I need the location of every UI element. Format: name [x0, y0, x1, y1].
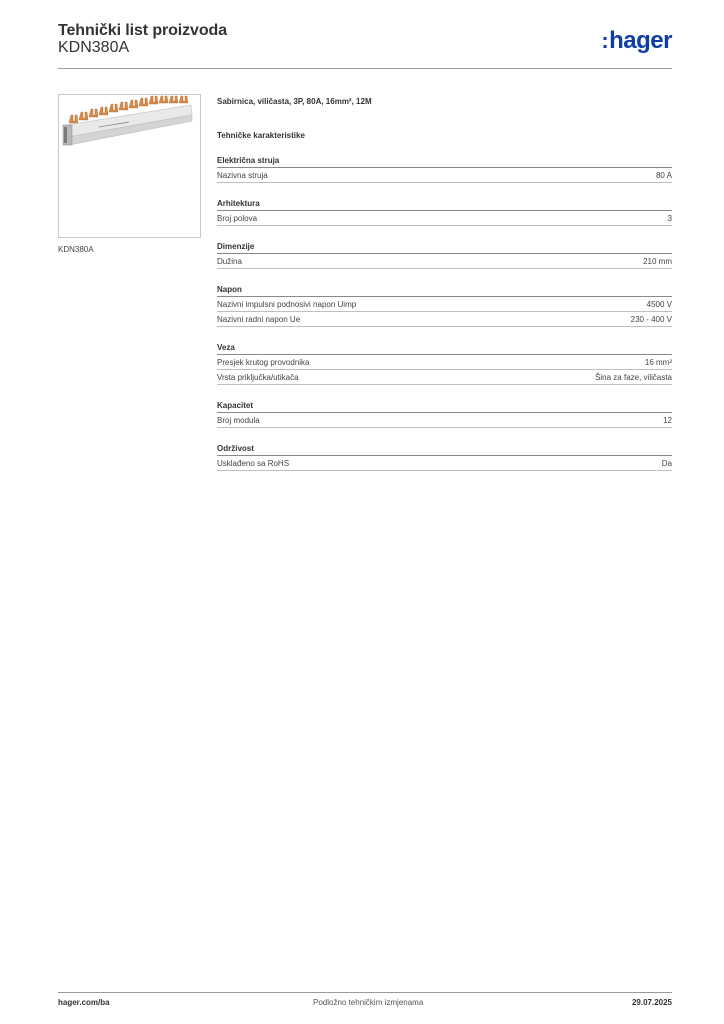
spec-group-title: Električna struja: [217, 156, 672, 168]
spec-value: 210 mm: [643, 257, 672, 266]
spec-row: Nazivna struja 80 A: [217, 168, 672, 183]
spec-label: Nazivni radni napon Ue: [217, 315, 301, 324]
spec-group-title: Arhitektura: [217, 199, 672, 211]
spec-label: Usklađeno sa RoHS: [217, 459, 290, 468]
spec-row: Broj modula 12: [217, 413, 672, 428]
section-heading: Tehničke karakteristike: [217, 131, 305, 140]
spec-label: Broj polova: [217, 214, 258, 223]
header-divider: [58, 68, 672, 69]
product-code: KDN380A: [58, 39, 130, 56]
spec-value: 230 - 400 V: [630, 315, 672, 324]
spec-label: Broj modula: [217, 416, 260, 425]
spec-row: Presjek krutog provodnika 16 mm²: [217, 355, 672, 370]
spec-label: Presjek krutog provodnika: [217, 358, 310, 367]
spec-label: Nazivna struja: [217, 171, 268, 180]
spec-value: 3: [667, 214, 672, 223]
spec-value: Da: [661, 459, 672, 468]
footer-notice: Podložno tehničkim izmjenama: [313, 998, 424, 1007]
spec-row: Vrsta priključka/utikača Šina za faze, vi…: [217, 370, 672, 385]
spec-row: Dužina 210 mm: [217, 254, 672, 269]
spec-label: Dužina: [217, 257, 242, 266]
page-title: Tehnički list proizvoda: [58, 22, 227, 39]
spec-group-title: Veza: [217, 343, 672, 355]
footer-website: hager.com/ba: [58, 998, 110, 1007]
product-image: [58, 94, 201, 238]
spec-row: Broj polova 3: [217, 211, 672, 226]
spec-row: Usklađeno sa RoHS Da: [217, 456, 672, 471]
spec-label: Vrsta priključka/utikača: [217, 373, 299, 382]
spec-group-title: Kapacitet: [217, 401, 672, 413]
footer-divider: [58, 992, 672, 993]
spec-group-title: Održivost: [217, 444, 672, 456]
spec-value: Šina za faze, viličasta: [595, 373, 672, 382]
busbar-illustration-icon: [62, 95, 193, 146]
spec-group-title: Dimenzije: [217, 242, 672, 254]
spec-group-title: Napon: [217, 285, 672, 297]
spec-value: 16 mm²: [644, 358, 672, 367]
logo-mark-icon: :: [601, 28, 609, 53]
footer-date: 29.07.2025: [631, 998, 672, 1007]
logo-text: hager: [609, 27, 672, 54]
spec-label: Nazivni impulsni podnosivi napon Uimp: [217, 300, 357, 309]
product-description: Sabirnica, viličasta, 3P, 80A, 16mm², 12…: [217, 97, 372, 106]
spec-row: Nazivni impulsni podnosivi napon Uimp 450…: [217, 297, 672, 312]
hager-logo: :hager: [601, 28, 672, 54]
spec-value: 12: [663, 416, 672, 425]
spec-sheet: Sabirnica, viličasta, 3P, 80A, 16mm², 12…: [217, 96, 672, 471]
spec-row: Nazivni radni napon Ue 230 - 400 V: [217, 312, 672, 327]
spec-value: 4500 V: [646, 300, 672, 309]
image-caption: KDN380A: [58, 245, 94, 254]
spec-value: 80 A: [655, 171, 672, 180]
